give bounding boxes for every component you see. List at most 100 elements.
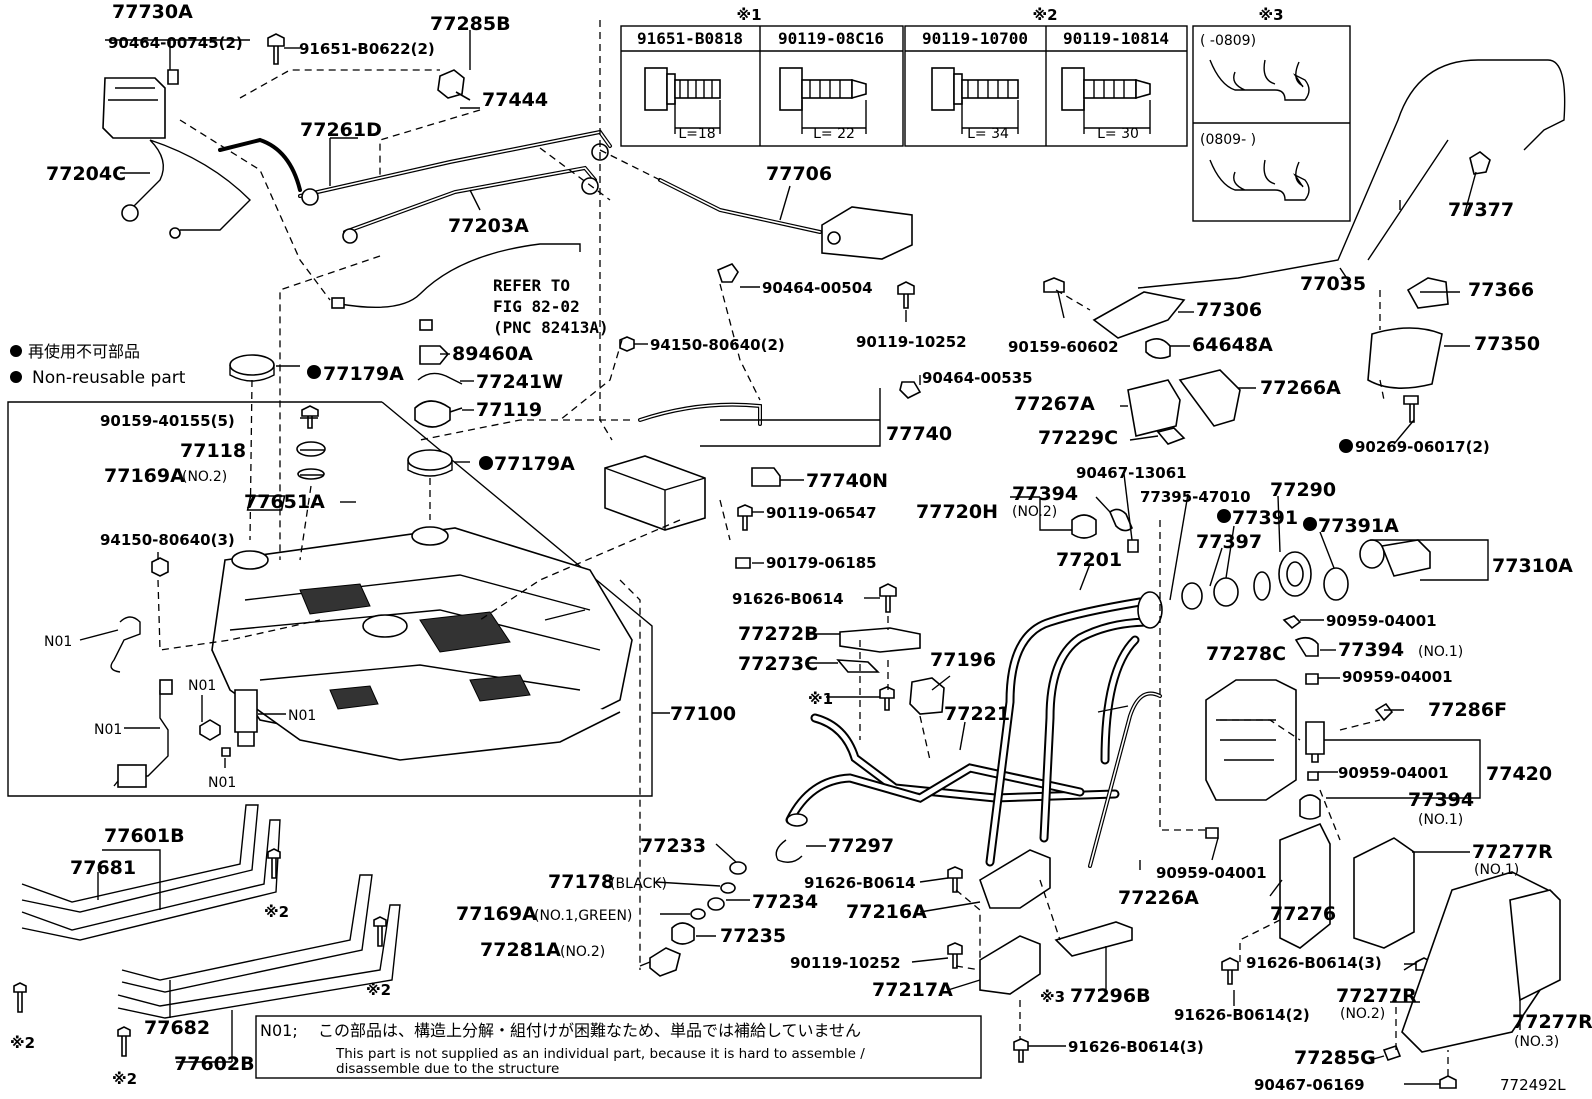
label-90959-04001-c: 90959-04001 [1338,764,1449,782]
fuel-lid-77350 [1367,327,1443,389]
label-n01-e: N01 [208,775,236,791]
opener-77306 [1092,291,1186,339]
bolt-91626-B0614-2 [1221,957,1239,985]
label-n01-c: N01 [94,722,122,738]
grommet-77234 [707,897,725,911]
filter-n01 [199,719,221,741]
label-90959-04001-d: 90959-04001 [1156,864,1267,882]
bracket-77216A [979,849,1051,909]
label-mark2-b: ※2 [10,1034,35,1052]
cap-77235 [671,922,695,945]
label-77261D: 77261D [300,119,382,141]
label-mark2-a: ※2 [264,903,289,921]
label-77217A: 77217A [872,979,953,1001]
harness-refer [339,243,581,308]
hose-77394-no1a [1294,636,1319,657]
label-77720H: 77720H [916,501,998,523]
label-77169A-no1: 77169A [456,903,537,925]
label-91651-B0622: 91651-B0622(2) [299,40,435,58]
valve-77119 [414,400,463,428]
clamp-90959-04001-a [1282,615,1302,630]
bracket-77273C [836,659,880,673]
label-91626-B0614-b: 91626-B0614 [804,874,916,892]
bolt-mark1 [879,686,895,711]
label-90959-04001-a: 90959-04001 [1326,612,1437,630]
grommet-77169A-no1 [690,908,706,920]
clip-89460A [419,345,450,365]
label-77394-no2: 77394 [1012,483,1078,505]
label-mark3: ※3 [1040,988,1065,1006]
label-77281A: 77281A [480,939,561,961]
label-90159-60602: 90159-60602 [1008,338,1119,356]
bolt-91651-B0622 [267,33,285,65]
label-77169A-no2: 77169A [104,465,185,487]
flange-bolt-long-icon [931,67,1019,134]
label-77397: 77397 [1196,531,1262,553]
ring-77391 [1213,577,1239,607]
label-77395-47010: 77395-47010 [1140,488,1251,506]
clamp-table: ※3 ( -0809) (0809- ) [1192,6,1351,222]
leader-lines [79,30,1521,1085]
clip-90269-06017 [1403,395,1419,423]
pad-77651A [246,495,286,511]
clip-90464-00745 [167,69,179,85]
label-mark1: ※1 [808,690,833,708]
svg-text:(NO.2): (NO.2) [1340,1006,1385,1022]
label-94150-80640-3: 94150-80640(3) [100,531,235,549]
label-90119-06547: 90119-06547 [766,504,877,522]
label-n01-a: N01 [44,634,72,650]
clamp-90959-04001-b [1305,673,1319,685]
tank-strap-77601B [21,804,281,941]
hex-bolt-long-icon [1061,67,1151,134]
grommet-77233 [729,861,747,875]
label-77681: 77681 [70,857,136,879]
label-n01-b: N01 [188,678,216,694]
nut-94150-80640-3 [151,557,169,577]
gasket-77395-47010 [1253,571,1271,601]
svg-text:L=18: L=18 [678,126,715,142]
filter-77420 [1305,721,1325,763]
clip-90467-13061 [1127,539,1139,553]
pump-n01 [234,689,258,747]
clamp-77296B [1054,921,1133,957]
svg-text:L= 34: L= 34 [967,126,1009,142]
label-77118: 77118 [180,440,246,462]
bolt-91626-B0614-3a [1013,1038,1029,1063]
bolt-strap-d [117,1026,131,1057]
tube-77203A [343,165,597,234]
hose-77394-no1b [1299,794,1321,820]
label-77286F: 77286F [1428,699,1507,721]
opener-cable-77035 [1137,59,1566,289]
svg-text:再使用不可部品: 再使用不可部品 [28,342,140,361]
svg-text:90119-10700: 90119-10700 [922,29,1028,48]
label-77201: 77201 [1056,549,1122,571]
dashed-guides [157,20,1449,1076]
svg-text:(NO.2): (NO.2) [1012,504,1057,520]
label-77350: 77350 [1474,333,1540,355]
bracket-77196 [909,677,945,715]
bracket-77266A [1178,369,1241,427]
bolt-91626-B0614-a [879,583,897,613]
protector-77277R-no1 [1353,837,1415,949]
clamp-old-icon [1209,59,1310,101]
svg-text:Non-reusable part: Non-reusable part [32,368,186,388]
svg-text:(NO.3): (NO.3) [1514,1034,1559,1050]
grommet-77179A-upper [229,354,275,376]
non-reusable-mark-77179A-upper [307,365,321,379]
bolt-90159-60602 [1043,277,1065,293]
label-n01-d: N01 [288,708,316,724]
tube-77261D [218,129,612,198]
label-77602B: 77602B [174,1053,255,1075]
protector-77276 [1279,822,1331,949]
n01-note: N01; この部品は、構造上分解・組付けが困難なため、単品では補給していません … [255,1015,982,1079]
label-90959-04001-b: 90959-04001 [1342,668,1453,686]
valve-77281A [649,947,681,977]
hex-bolt-icon [779,67,867,134]
label-77706: 77706 [766,163,832,185]
fastener-table-2: ※2 90119-10700 90119-10814 L= 34 L= 30 [904,6,1188,147]
tank-strap-77602B [117,874,401,1019]
nut-94150-80640-2 [619,336,635,352]
label-mark2-d: ※2 [112,1070,137,1088]
svg-text:(0809- ): (0809- ) [1200,132,1256,148]
filler-pipe-77201 [985,597,1155,867]
